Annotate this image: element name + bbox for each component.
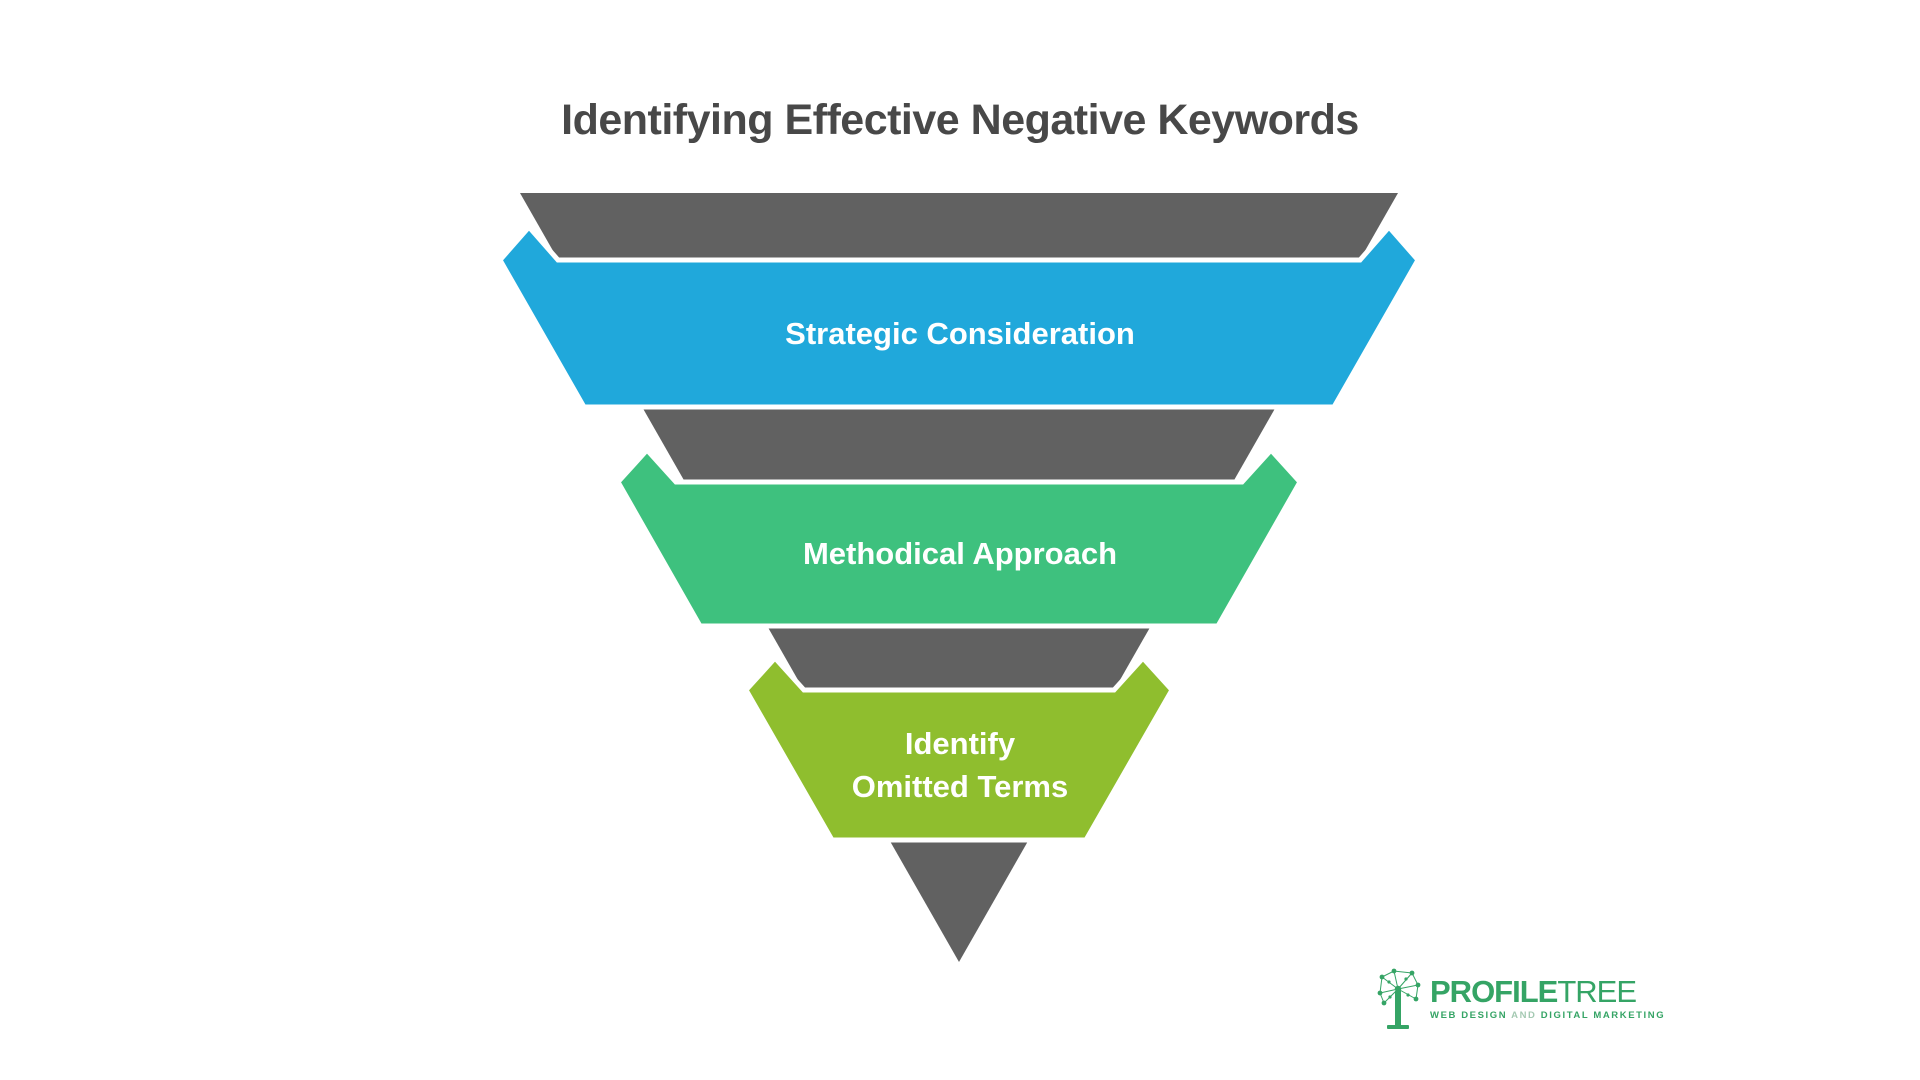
funnel-stage-3-band xyxy=(742,654,1176,843)
tree-icon xyxy=(1377,968,1421,1029)
profiletree-logo: PROFILETREE WEB DESIGN AND DIGITAL MARKE… xyxy=(1374,958,1664,1038)
logo-tagline-digital: DIGITAL MARKETING xyxy=(1540,1009,1666,1021)
stage-2-label: Methodical Approach xyxy=(802,536,1118,571)
logo-wordmark-bold: PROFILE xyxy=(1430,973,1558,1009)
stage-1-label: Strategic Consideration xyxy=(785,316,1135,351)
logo-tagline: WEB DESIGN AND DIGITAL MARKETING xyxy=(1430,1010,1665,1021)
page-title: Identifying Effective Negative Keywords xyxy=(561,96,1359,144)
logo-wordmark: PROFILETREE xyxy=(1430,973,1665,1009)
stage-3-label: Identify Omitted Terms xyxy=(851,726,1069,804)
funnel-stage-1-band xyxy=(496,223,1422,410)
logo-tagline-web: WEB DESIGN xyxy=(1430,1009,1508,1021)
logo-tagline-and: AND xyxy=(1511,1009,1537,1021)
logo-wordmark-light: TREE xyxy=(1557,973,1637,1009)
funnel-stage-2-band xyxy=(614,446,1304,629)
